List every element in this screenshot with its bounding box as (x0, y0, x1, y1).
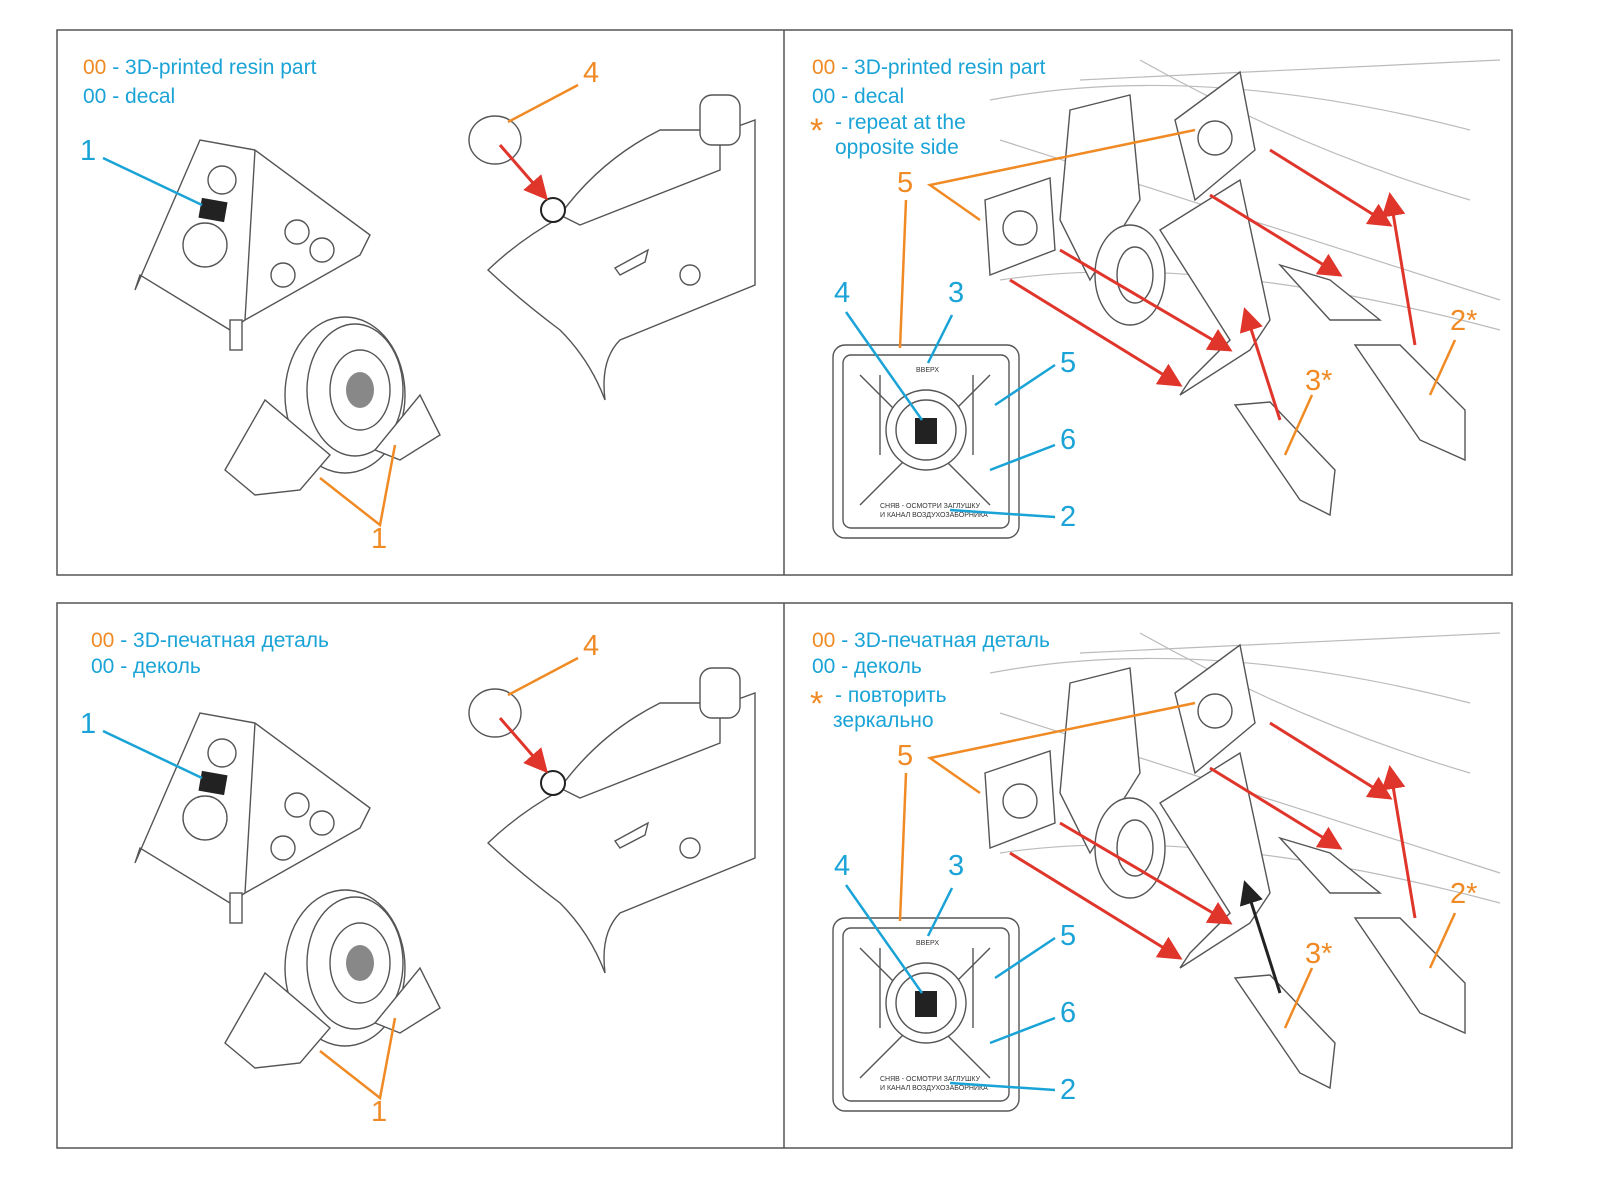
callout-4: 4 (583, 57, 599, 89)
placard-text-1: СНЯВ - ОСМОТРИ ЗАГЛУШКУ (880, 1076, 981, 1083)
chocks-and-nose-drawing (134, 667, 756, 1069)
legend-resin: 00 - 3D-печатная деталь (812, 629, 1050, 652)
placard-text-2: И КАНАЛ ВОЗДУХОЗАБОРНИКА (880, 512, 988, 519)
panel-ru-chocks: 00 - 3D-печатная деталь 00 - деколь 1 4 … (80, 629, 756, 1128)
legend-decal: 00 - деколь (812, 655, 922, 678)
callout-1-decal: 1 (80, 135, 96, 167)
legend-resin: 00 - 3D-printed resin part (83, 56, 317, 79)
callout-2-star: 2* (1450, 305, 1477, 337)
install-arrow (498, 144, 548, 201)
legend-star: * (810, 112, 823, 150)
callout-1-resin: 1 (371, 523, 387, 555)
legend-resin: 00 - 3D-печатная деталь (91, 629, 329, 652)
callout-3-decal: 3 (948, 277, 964, 309)
callout-4-decal: 4 (834, 277, 850, 309)
callout-4: 4 (583, 630, 599, 662)
callout-6-decal: 6 (1060, 997, 1076, 1029)
callout-2-star: 2* (1450, 878, 1477, 910)
placard-text-2: И КАНАЛ ВОЗДУХОЗАБОРНИКА (880, 1085, 988, 1092)
callout-2-decal: 2 (1060, 501, 1076, 533)
callout-3-star: 3* (1305, 938, 1332, 970)
callout-6-decal: 6 (1060, 424, 1076, 456)
callout-1-resin: 1 (371, 1096, 387, 1128)
callout-2-decal: 2 (1060, 1074, 1076, 1106)
legend-decal: 00 - деколь (91, 655, 201, 678)
placard-text-1: СНЯВ - ОСМОТРИ ЗАГЛУШКУ (880, 503, 981, 510)
chocks-and-nose-drawing (134, 94, 756, 496)
panel-en-intake-covers: ВВЕРХ СНЯВ - ОСМОТРИ ЗАГЛУШКУ И КАНАЛ ВО… (810, 56, 1501, 539)
legend-resin: 00 - 3D-printed resin part (812, 56, 1046, 79)
callout-5-resin: 5 (897, 167, 913, 199)
legend-repeat-1: - repeat at the (835, 111, 966, 134)
placard-top-text: ВВЕРХ (916, 940, 939, 947)
legend-decal: 00 - decal (812, 85, 904, 108)
legend-repeat-2: opposite side (835, 136, 959, 159)
callout-3-decal: 3 (948, 850, 964, 882)
placard-top-text: ВВЕРХ (916, 367, 939, 374)
callout-5-decal: 5 (1060, 920, 1076, 952)
legend-repeat-1: - повторить (835, 684, 947, 707)
install-arrow (498, 717, 548, 774)
callout-5-decal: 5 (1060, 347, 1076, 379)
panel-ru-intake-covers: ВВЕРХ СНЯВ - ОСМОТРИ ЗАГЛУШКУ И КАНАЛ ВО… (810, 629, 1501, 1112)
legend-star: * (810, 685, 823, 723)
panel-en-chocks: 00 - 3D-printed resin part 00 - decal 1 … (80, 56, 756, 555)
callout-5-resin: 5 (897, 740, 913, 772)
callout-4-decal: 4 (834, 850, 850, 882)
callout-1-decal: 1 (80, 708, 96, 740)
callout-3-star: 3* (1305, 365, 1332, 397)
legend-decal: 00 - decal (83, 85, 175, 108)
legend-repeat-2: зеркально (833, 709, 934, 732)
